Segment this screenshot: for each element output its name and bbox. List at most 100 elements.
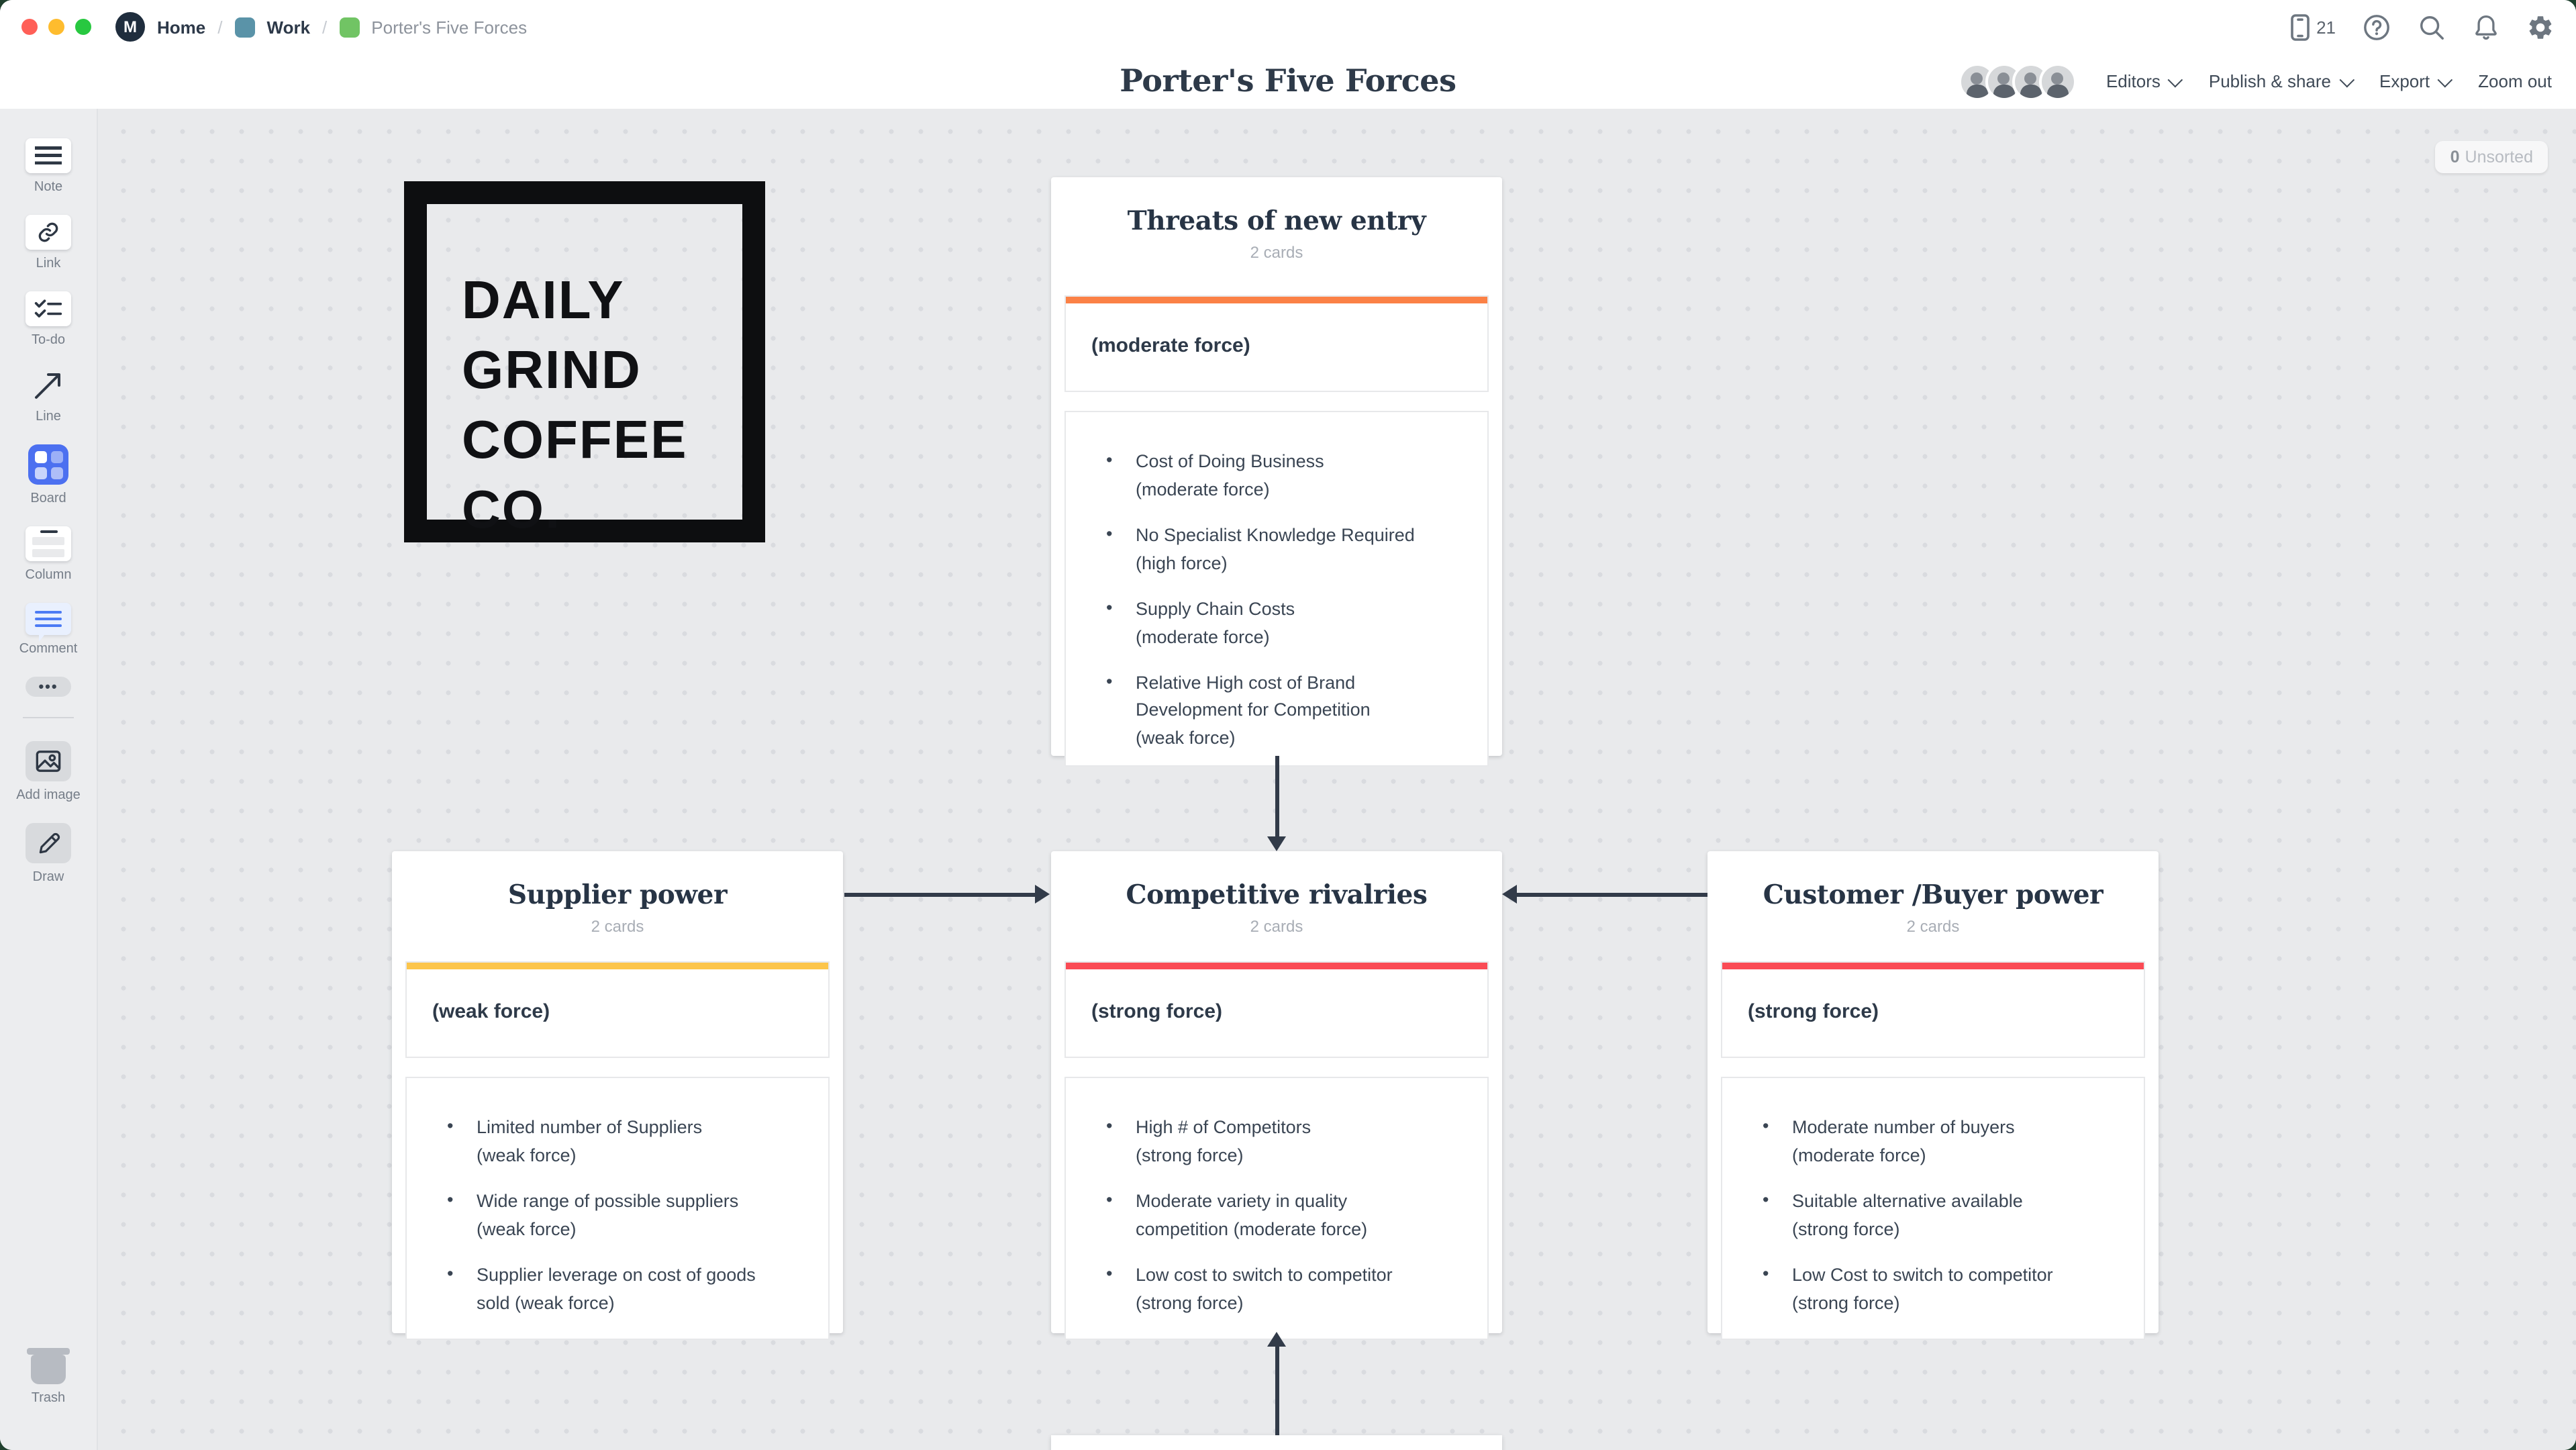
force-label: (strong force) bbox=[1748, 1000, 1879, 1023]
breadcrumb-separator: / bbox=[322, 17, 328, 37]
card-accent-bar bbox=[407, 963, 828, 969]
connector-supplier-to-rivalries[interactable] bbox=[844, 892, 1038, 896]
column-partial-bottom[interactable] bbox=[1051, 1435, 1502, 1450]
device-count: 21 bbox=[2316, 17, 2336, 37]
line-arrow-icon bbox=[35, 373, 60, 399]
bullet-item: Low cost to switch to competitor (strong… bbox=[1103, 1260, 1469, 1318]
force-summary-card[interactable]: (strong force) bbox=[1721, 961, 2145, 1058]
publish-share-menu-button[interactable]: Publish & share bbox=[2209, 71, 2355, 91]
bullet-item: Relative High cost of Brand Development … bbox=[1103, 668, 1469, 754]
tool-draw[interactable]: Draw bbox=[0, 823, 97, 885]
bullet-item: Limited number of Suppliers (weak force) bbox=[444, 1113, 809, 1171]
editor-avatars[interactable] bbox=[1958, 62, 2077, 100]
column-card-count: 2 cards bbox=[1250, 917, 1303, 936]
bullet-item: Moderate number of buyers (moderate forc… bbox=[1760, 1113, 2125, 1171]
window-top-bar: M Home / Work / Porter's Five Forces 21 bbox=[0, 0, 2576, 54]
draw-pencil-icon bbox=[26, 823, 71, 863]
settings-gear-icon[interactable] bbox=[2526, 13, 2555, 41]
bullet-item: Moderate variety in quality competition … bbox=[1103, 1187, 1469, 1245]
daily-grind-logo-image[interactable]: DAILY GRIND COFFEE CO. bbox=[404, 181, 765, 542]
connector-substitution-to-rivalries[interactable] bbox=[1275, 1347, 1279, 1435]
editors-menu-button[interactable]: Editors bbox=[2106, 71, 2184, 91]
bullet-item: Low Cost to switch to competitor (strong… bbox=[1760, 1260, 2125, 1318]
tool-trash[interactable]: Trash bbox=[0, 1348, 97, 1406]
add-image-icon bbox=[26, 741, 71, 781]
breadcrumb-current-board[interactable]: Porter's Five Forces bbox=[371, 17, 528, 37]
help-icon[interactable] bbox=[2363, 13, 2391, 41]
column-customer-buyer-power[interactable]: Customer /Buyer power 2 cards (strong fo… bbox=[1707, 851, 2159, 1340]
notifications-bell-icon[interactable] bbox=[2473, 13, 2499, 41]
work-board-swatch-icon bbox=[234, 17, 255, 37]
board-header: Porter's Five Forces Editors Publish & s… bbox=[0, 54, 2576, 110]
tool-link[interactable]: Link bbox=[0, 215, 97, 271]
force-detail-card[interactable]: Cost of Doing Business (moderate force) … bbox=[1064, 411, 1489, 767]
traffic-lights bbox=[21, 19, 91, 35]
minimize-window-button[interactable] bbox=[48, 19, 64, 35]
force-label: (strong force) bbox=[1091, 1000, 1222, 1023]
connector-threats-to-rivalries[interactable] bbox=[1275, 756, 1279, 838]
bullet-item: Supplier leverage on cost of goods sold … bbox=[444, 1260, 809, 1318]
column-card-count: 2 cards bbox=[1906, 917, 1960, 936]
tool-add-image[interactable]: Add image bbox=[0, 741, 97, 803]
todo-icon bbox=[26, 291, 71, 326]
note-icon bbox=[26, 138, 71, 173]
tool-column[interactable]: Column bbox=[0, 526, 97, 583]
milanote-logo-icon[interactable]: M bbox=[115, 12, 145, 42]
device-sync-indicator[interactable]: 21 bbox=[2289, 13, 2336, 41]
bullet-item: Cost of Doing Business (moderate force) bbox=[1103, 447, 1469, 505]
sidebar-divider bbox=[23, 717, 74, 718]
breadcrumb-home[interactable]: Home bbox=[157, 17, 206, 37]
tool-note[interactable]: Note bbox=[0, 138, 97, 195]
force-summary-card[interactable]: (weak force) bbox=[405, 961, 830, 1058]
bullet-item: High # of Competitors (strong force) bbox=[1103, 1113, 1469, 1171]
avatar bbox=[2038, 62, 2077, 100]
column-competitive-rivalries[interactable]: Competitive rivalries 2 cards (strong fo… bbox=[1051, 851, 1502, 1340]
force-label: (weak force) bbox=[432, 1000, 550, 1023]
column-card-count: 2 cards bbox=[591, 917, 644, 936]
top-bar-icons: 21 bbox=[2289, 13, 2555, 41]
force-detail-card[interactable]: Moderate number of buyers (moderate forc… bbox=[1721, 1077, 2145, 1340]
card-accent-bar bbox=[1066, 297, 1487, 303]
logo-text: DAILY GRIND COFFEE CO. bbox=[462, 271, 688, 540]
tool-comment[interactable]: Comment bbox=[0, 603, 97, 657]
arrowhead-left-icon bbox=[1502, 885, 1517, 904]
bullet-item: Wide range of possible suppliers (weak f… bbox=[444, 1187, 809, 1245]
page-title: Porter's Five Forces bbox=[1120, 63, 1456, 99]
column-supplier-power[interactable]: Supplier power 2 cards (weak force) Limi… bbox=[392, 851, 843, 1340]
comment-icon bbox=[26, 603, 71, 642]
force-summary-card[interactable]: (moderate force) bbox=[1064, 295, 1489, 392]
force-summary-card[interactable]: (strong force) bbox=[1064, 961, 1489, 1058]
tool-todo[interactable]: To-do bbox=[0, 291, 97, 348]
tool-sidebar: Note Link To-do Line Board bbox=[0, 109, 98, 1450]
column-threats-of-new-entry[interactable]: Threats of new entry 2 cards (moderate f… bbox=[1051, 177, 1502, 767]
link-icon bbox=[26, 215, 71, 250]
connector-customer-to-rivalries[interactable] bbox=[1517, 892, 1707, 896]
force-label: (moderate force) bbox=[1091, 334, 1250, 357]
bullet-item: Supply Chain Costs (moderate force) bbox=[1103, 594, 1469, 652]
tool-line[interactable]: Line bbox=[0, 368, 97, 424]
column-title[interactable]: Threats of new entry bbox=[1127, 205, 1426, 236]
export-menu-button[interactable]: Export bbox=[2379, 71, 2453, 91]
column-title[interactable]: Supplier power bbox=[507, 879, 728, 910]
phone-icon bbox=[2290, 13, 2309, 40]
bullet-item: Suitable alternative available (strong f… bbox=[1760, 1187, 2125, 1245]
column-title[interactable]: Competitive rivalries bbox=[1126, 879, 1428, 910]
tool-more[interactable]: ••• bbox=[0, 677, 97, 697]
arrowhead-down-icon bbox=[1267, 836, 1286, 851]
breadcrumb-work[interactable]: Work bbox=[266, 17, 311, 37]
force-detail-card[interactable]: Limited number of Suppliers (weak force)… bbox=[405, 1077, 830, 1340]
tool-board[interactable]: Board bbox=[0, 444, 97, 506]
breadcrumb: M Home / Work / Porter's Five Forces bbox=[115, 12, 527, 42]
column-card-count: 2 cards bbox=[1250, 243, 1303, 262]
column-title[interactable]: Customer /Buyer power bbox=[1763, 879, 2103, 910]
search-icon[interactable] bbox=[2418, 13, 2446, 41]
zoom-out-button[interactable]: Zoom out bbox=[2478, 71, 2552, 91]
zoom-window-button[interactable] bbox=[75, 19, 91, 35]
column-icon bbox=[26, 526, 71, 561]
close-window-button[interactable] bbox=[21, 19, 38, 35]
force-detail-card[interactable]: High # of Competitors (strong force) Mod… bbox=[1064, 1077, 1489, 1340]
current-board-swatch-icon bbox=[339, 17, 360, 37]
